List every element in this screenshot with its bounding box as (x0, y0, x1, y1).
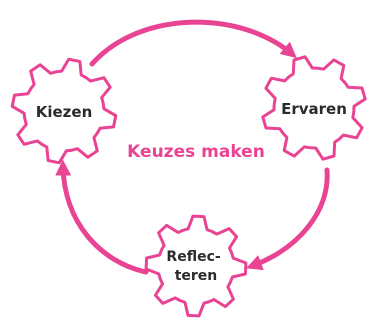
arrow-kiezen-to-ervaren (89, 19, 297, 67)
step-label-ervaren: Ervaren (281, 100, 347, 118)
step-label-kiezen: Kiezen (36, 103, 93, 121)
step-reflecteren: Reflec- teren (144, 214, 248, 318)
step-label-reflecteren: Reflec- teren (166, 249, 225, 284)
arrow-ervaren-to-reflecteren (246, 167, 330, 271)
gear-icon (261, 55, 367, 161)
step-ervaren: Ervaren (261, 55, 367, 161)
arrow-reflecteren-to-kiezen (55, 159, 149, 275)
center-label: Keuzes maken (127, 142, 265, 162)
gear-icon (10, 57, 118, 165)
gear-icon (144, 214, 248, 318)
step-kiezen: Kiezen (10, 57, 118, 165)
